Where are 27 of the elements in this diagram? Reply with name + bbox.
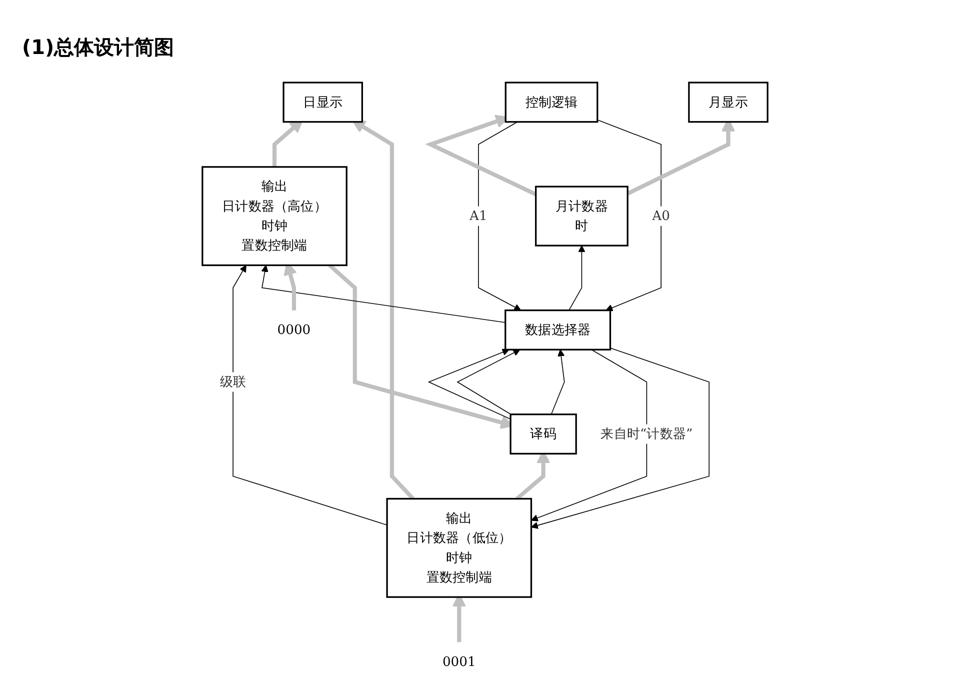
node-box: 数据选择器 (504, 310, 612, 350)
arrow (261, 264, 506, 323)
node-box: 输出 日计数器（高位） 时钟 置数控制端 (202, 166, 348, 266)
node-box: 控制逻辑 (504, 82, 598, 123)
arrow (352, 120, 415, 500)
arrow (550, 349, 565, 415)
arrow (232, 264, 388, 526)
arrow (568, 245, 586, 311)
diagram-title: (1)总体设计简图 (22, 34, 174, 61)
node-box: 译码 (510, 414, 577, 454)
node-box: 月显示 (688, 82, 768, 123)
edge-label: A0 (652, 208, 670, 224)
arrow (428, 348, 511, 420)
arrow (456, 349, 520, 415)
arrow (596, 119, 662, 312)
node-box: 输出 日计数器（低位） 时钟 置数控制端 (386, 498, 532, 598)
edge-label: 来自时“计数器” (600, 426, 693, 442)
arrow (478, 121, 522, 311)
arrow (530, 349, 648, 522)
arrow (425, 114, 537, 196)
edge-label: A1 (470, 208, 488, 224)
node-text: 0001 (442, 654, 476, 670)
node-box: 日显示 (282, 82, 363, 123)
arrow (530, 348, 710, 529)
node-text: 0000 (277, 322, 311, 338)
edge-label: 级联 (220, 374, 246, 390)
node-box: 月计数器 时 (535, 186, 628, 246)
